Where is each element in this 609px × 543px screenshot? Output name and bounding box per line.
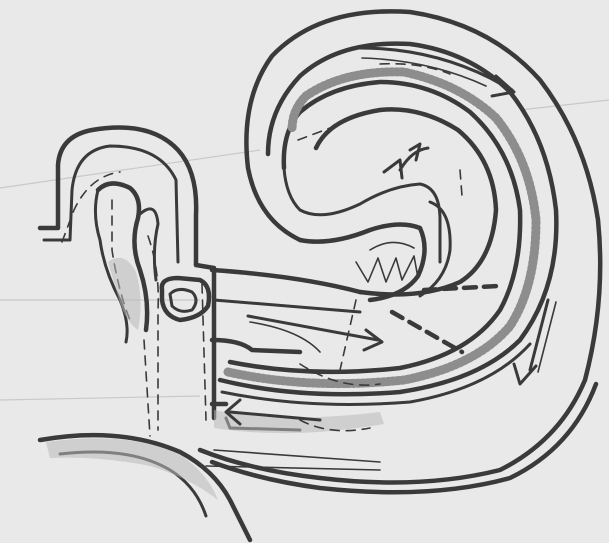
arrow-middle bbox=[248, 316, 378, 340]
outer-ear bbox=[40, 128, 196, 437]
arrow-apex bbox=[400, 148, 428, 170]
oval-window bbox=[212, 270, 360, 312]
hair-cells bbox=[356, 242, 418, 282]
